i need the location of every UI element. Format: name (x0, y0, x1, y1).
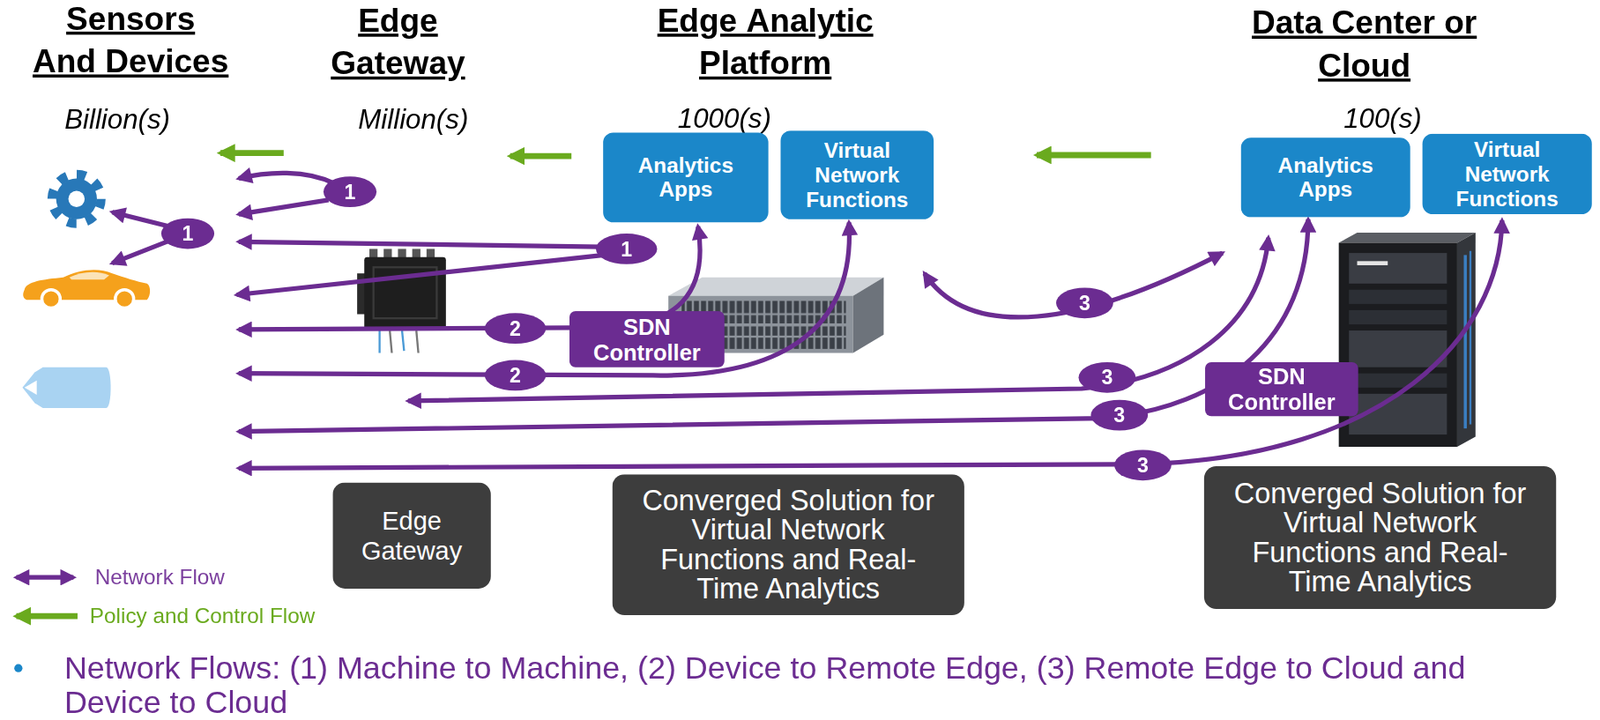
callout-number: 2 (494, 364, 536, 387)
solution-box: Converged Solution for Virtual Network F… (1204, 466, 1556, 610)
legend-entry: Network Flow (95, 565, 225, 590)
legend-sample (16, 613, 78, 620)
tower-accent (1463, 254, 1467, 429)
policy-arrow (220, 149, 284, 157)
flow-arrow (238, 241, 603, 247)
flow-arrow (238, 172, 335, 184)
column-heading: Data Center or Cloud (1236, 0, 1492, 87)
column-heading: Edge Analytic Platform (642, 0, 888, 85)
policy-arrow (510, 153, 572, 160)
bullet (14, 664, 23, 673)
node-text: Virtual Network Functions (1432, 137, 1582, 211)
callout-oval (323, 176, 377, 208)
node-text: Analytics Apps (1250, 153, 1400, 203)
callout-oval (1079, 362, 1137, 394)
flow-arrow (111, 212, 170, 227)
legend-text: Network Flow (95, 565, 225, 589)
callout-oval (1114, 449, 1172, 481)
scale-label: 100(s) (1301, 102, 1465, 135)
node-text: Converged Solution for Virtual Network F… (637, 485, 940, 604)
policy-arrow (1036, 151, 1152, 158)
gear-teeth (52, 174, 102, 224)
analytics-box: Analytics Apps (1241, 137, 1411, 217)
column-heading: Sensors And Devices (31, 0, 231, 83)
controller-box: SDN Controller (569, 311, 725, 368)
server-side (853, 277, 885, 354)
legend-sample (16, 575, 75, 581)
callout-number: 3 (1122, 453, 1163, 477)
analytics-box: Analytics Apps (602, 132, 769, 223)
scale-label: 1000(s) (642, 102, 806, 135)
tower-top (1339, 232, 1476, 244)
caption: Network Flows: (1) Machine to Machine, (… (64, 651, 1514, 720)
callout-number: 2 (494, 317, 536, 340)
legend-entry: Policy and Control Flow (89, 603, 315, 629)
callout-oval (1090, 400, 1148, 432)
vnf-box: Virtual Network Functions (1422, 133, 1593, 215)
flow-arrow (238, 222, 850, 376)
callout-number: 1 (606, 238, 648, 261)
node-text: Virtual Network Functions (790, 138, 923, 212)
node-text: Analytics Apps (613, 153, 759, 203)
tower-panel (1348, 290, 1447, 305)
cable (389, 330, 392, 353)
gateway-case (364, 257, 447, 331)
tower-panel (1348, 310, 1447, 325)
gateway-box: Edge Gateway (332, 483, 491, 589)
node-text: Edge Gateway (342, 505, 481, 566)
tower-panel (1348, 373, 1447, 388)
flow-arrow (238, 220, 1503, 469)
cable (401, 330, 404, 351)
gear-icon (52, 174, 102, 224)
callout-number: 1 (329, 180, 371, 203)
engine-spinner (24, 380, 38, 395)
callout-number: 1 (167, 222, 209, 245)
cable (378, 330, 380, 353)
column-heading: Edge Gateway (316, 0, 480, 85)
tower-panel (1348, 330, 1447, 368)
tower-panel (1348, 253, 1447, 284)
car-wheel (115, 290, 134, 309)
car-icon (22, 269, 150, 308)
callout-oval (484, 360, 546, 392)
cable (416, 330, 418, 353)
gear-body (56, 178, 97, 220)
node-text: SDN Controller (577, 313, 716, 365)
flow-arrow (237, 254, 605, 295)
flow-arrow (111, 240, 170, 263)
car-window (69, 272, 110, 280)
server-top (668, 277, 884, 297)
engine-icon (22, 367, 111, 409)
tower-accent (1469, 251, 1472, 425)
car-wheel (41, 290, 60, 309)
flow-arrow (408, 238, 1269, 402)
node-text: SDN Controller (1213, 364, 1350, 416)
engine-body (22, 367, 111, 409)
controller-box: SDN Controller (1205, 362, 1359, 417)
callout-oval (595, 233, 657, 265)
scale-label: Million(s) (331, 103, 495, 136)
flow-arrow (238, 200, 329, 215)
callout-number: 3 (1064, 291, 1105, 314)
tower-badge (1357, 260, 1389, 266)
gateway-device (357, 248, 447, 353)
node-text: Converged Solution for Virtual Network F… (1228, 478, 1532, 597)
callout-oval (484, 312, 546, 344)
vnf-box: Virtual Network Functions (781, 130, 935, 220)
callout-number: 3 (1099, 403, 1140, 426)
scale-label: Billion(s) (36, 103, 200, 136)
callout-oval (161, 218, 215, 250)
solution-box: Converged Solution for Virtual Network F… (612, 474, 965, 616)
callout-number: 3 (1086, 366, 1128, 389)
flow-arrow (238, 219, 1309, 432)
callout-oval (1056, 287, 1114, 319)
gear-hole (68, 190, 86, 208)
legend-text: Policy and Control Flow (89, 603, 315, 628)
